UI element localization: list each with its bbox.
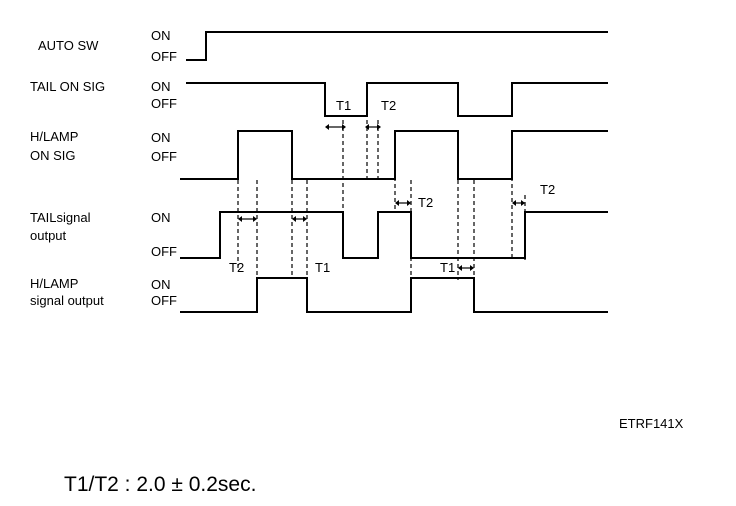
level-off-hlamp-signal-output: OFF <box>151 293 177 308</box>
label-hlamp-on-sig-line2: ON SIG <box>30 148 76 163</box>
waveform-hlamp-signal-output <box>180 277 608 313</box>
label-hlamp-signal-output-line2: signal output <box>30 293 104 308</box>
timing-formula: T1/T2 : 2.0 ± 0.2sec. <box>64 473 256 496</box>
label-t1-right: T1 <box>440 260 455 275</box>
label-hlamp-signal-output-line1: H/LAMP <box>30 276 78 291</box>
waveform-tail-on-sig <box>186 82 608 117</box>
level-on-hlamp-on-sig: ON <box>151 130 171 145</box>
label-t2-tail-on-sig: T2 <box>381 98 396 113</box>
timing-reference-lines <box>237 120 526 280</box>
level-off-tail-on-sig: OFF <box>151 96 177 111</box>
waveform-auto-sw <box>186 31 608 61</box>
level-on-auto-sw: ON <box>151 28 171 43</box>
label-t2-right: T2 <box>540 182 555 197</box>
level-on-hlamp-signal-output: ON <box>151 277 171 292</box>
level-off-tail-signal-output: OFF <box>151 244 177 259</box>
label-t1-tail-on-sig: T1 <box>336 98 351 113</box>
level-on-tail-on-sig: ON <box>151 79 171 94</box>
interval-arrows <box>238 124 525 271</box>
level-on-tail-signal-output: ON <box>151 210 171 225</box>
figure-code: ETRF141X <box>619 416 684 431</box>
label-tail-signal-output-line2: output <box>30 228 67 243</box>
label-t2-left: T2 <box>229 260 244 275</box>
label-t2-middle: T2 <box>418 195 433 210</box>
waveform-hlamp-on-sig <box>180 130 608 180</box>
label-hlamp-on-sig-line1: H/LAMP <box>30 129 78 144</box>
level-off-auto-sw: OFF <box>151 49 177 64</box>
label-t1-left: T1 <box>315 260 330 275</box>
waveform-tail-signal-output <box>180 211 608 259</box>
label-tail-signal-output-line1: TAILsignal <box>30 210 91 225</box>
level-off-hlamp-on-sig: OFF <box>151 149 177 164</box>
label-tail-on-sig: TAIL ON SIG <box>30 79 105 94</box>
label-auto-sw: AUTO SW <box>38 38 99 53</box>
